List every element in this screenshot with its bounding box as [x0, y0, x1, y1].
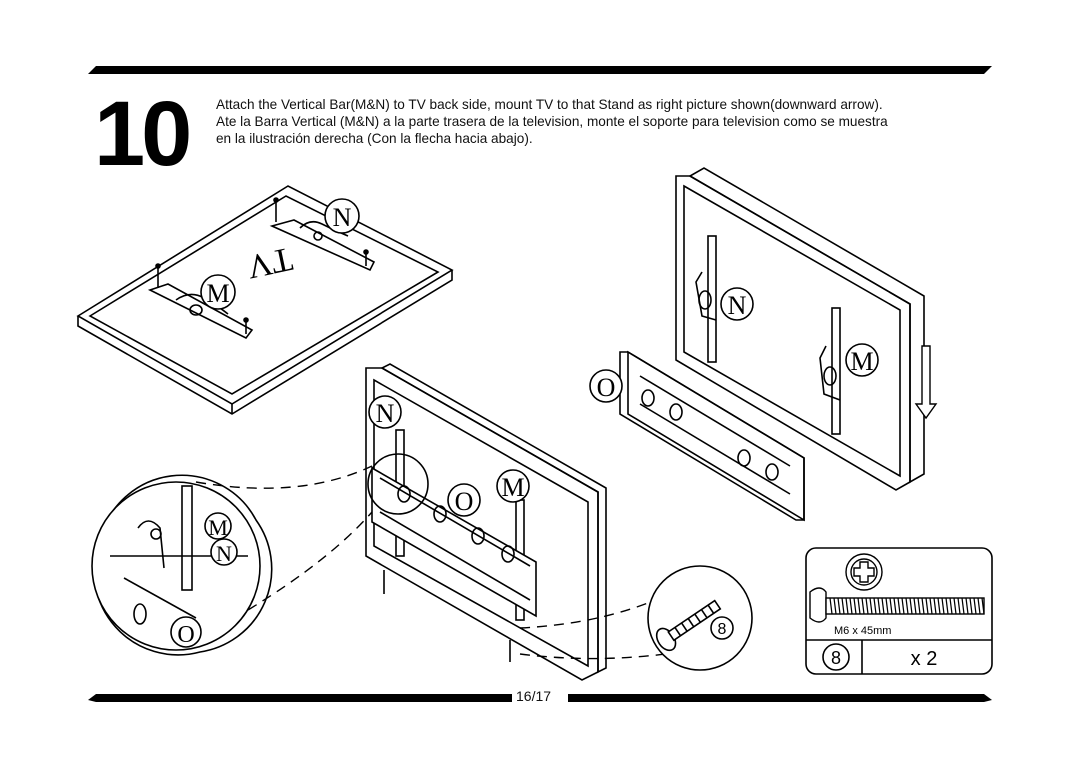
screw-thread	[925, 597, 929, 615]
screw-thread	[845, 597, 849, 615]
footer-rule-left	[88, 694, 512, 702]
screw-thread	[881, 597, 885, 615]
screw-thread	[917, 597, 921, 615]
header-rule	[88, 66, 992, 74]
screw-thread	[913, 597, 917, 615]
screw-thread	[933, 597, 937, 615]
screw-thread	[853, 597, 857, 615]
screw-thread	[833, 597, 837, 615]
screw-thread	[897, 597, 901, 615]
instruction-spanish-line2: en la ilustración derecha (Con la flecha…	[216, 131, 533, 146]
label-m-flat: M	[206, 279, 229, 308]
instruction-spanish-line1: Ate la Barra Vertical (M&N) a la parte t…	[216, 114, 888, 129]
screw-thread	[837, 597, 841, 615]
screw-thread	[849, 597, 853, 615]
screw-thread	[885, 597, 889, 615]
label-n-mounted: N	[376, 399, 395, 428]
label-o-mounted: O	[455, 487, 474, 516]
screw-thread	[969, 597, 973, 615]
detail-zoom-illustration	[91, 474, 273, 656]
screw-thread	[941, 597, 945, 615]
screw-thread	[869, 597, 873, 615]
screw-callout-number: 8	[718, 621, 727, 638]
screw-thread	[953, 597, 957, 615]
screw-thread	[901, 597, 905, 615]
screw-thread	[829, 597, 833, 615]
footer-rule-right	[568, 694, 992, 702]
screw-thread	[861, 597, 865, 615]
phillips-screw-head-icon	[845, 553, 883, 591]
screw-thread	[977, 597, 981, 615]
screw-thread	[981, 597, 985, 615]
label-o-detail: O	[177, 622, 194, 648]
screw-thread	[929, 597, 933, 615]
screw-thread	[921, 597, 925, 615]
label-n-upright: N	[728, 291, 747, 320]
mounted-tv-illustration	[365, 363, 607, 681]
hardware-ref-circle	[822, 643, 850, 671]
screw-thread	[873, 597, 877, 615]
screw-thread	[905, 597, 909, 615]
hardware-ref-number: 8	[831, 648, 841, 668]
screw-thread	[957, 597, 961, 615]
screw-thread	[893, 597, 897, 615]
screw-thread	[889, 597, 893, 615]
screw-thread	[949, 597, 953, 615]
tv-flat-illustration	[76, 185, 454, 415]
screw-thread	[865, 597, 869, 615]
screw-thread	[877, 597, 881, 615]
tv-upright-illustration	[589, 167, 925, 522]
screw-thread	[945, 597, 949, 615]
screw-thread	[965, 597, 969, 615]
screw-thread	[973, 597, 977, 615]
downward-arrow-icon	[914, 345, 938, 420]
screw-thread	[857, 597, 861, 615]
step-number: 10	[94, 83, 192, 185]
screw-thread	[937, 597, 941, 615]
screw-thread	[909, 597, 913, 615]
screw-thread	[841, 597, 845, 615]
label-m-upright: M	[850, 347, 873, 376]
screw-detail-illustration	[647, 565, 753, 671]
label-m-detail: M	[208, 515, 228, 540]
label-n-detail: N	[216, 541, 232, 566]
dashed-connectors	[195, 465, 681, 660]
label-o-upright: O	[597, 373, 616, 402]
label-m-mounted: M	[501, 473, 524, 502]
screw-thread	[961, 597, 965, 615]
hardware-quantity: x 2	[911, 648, 938, 670]
screw-icon	[655, 599, 722, 652]
screw-spec: M6 x 45mm	[834, 625, 891, 637]
screw-side-view	[809, 587, 985, 623]
page-number: 16/17	[516, 688, 552, 704]
instruction-english: Attach the Vertical Bar(M&N) to TV back …	[216, 97, 883, 112]
label-n-flat: N	[333, 203, 352, 232]
